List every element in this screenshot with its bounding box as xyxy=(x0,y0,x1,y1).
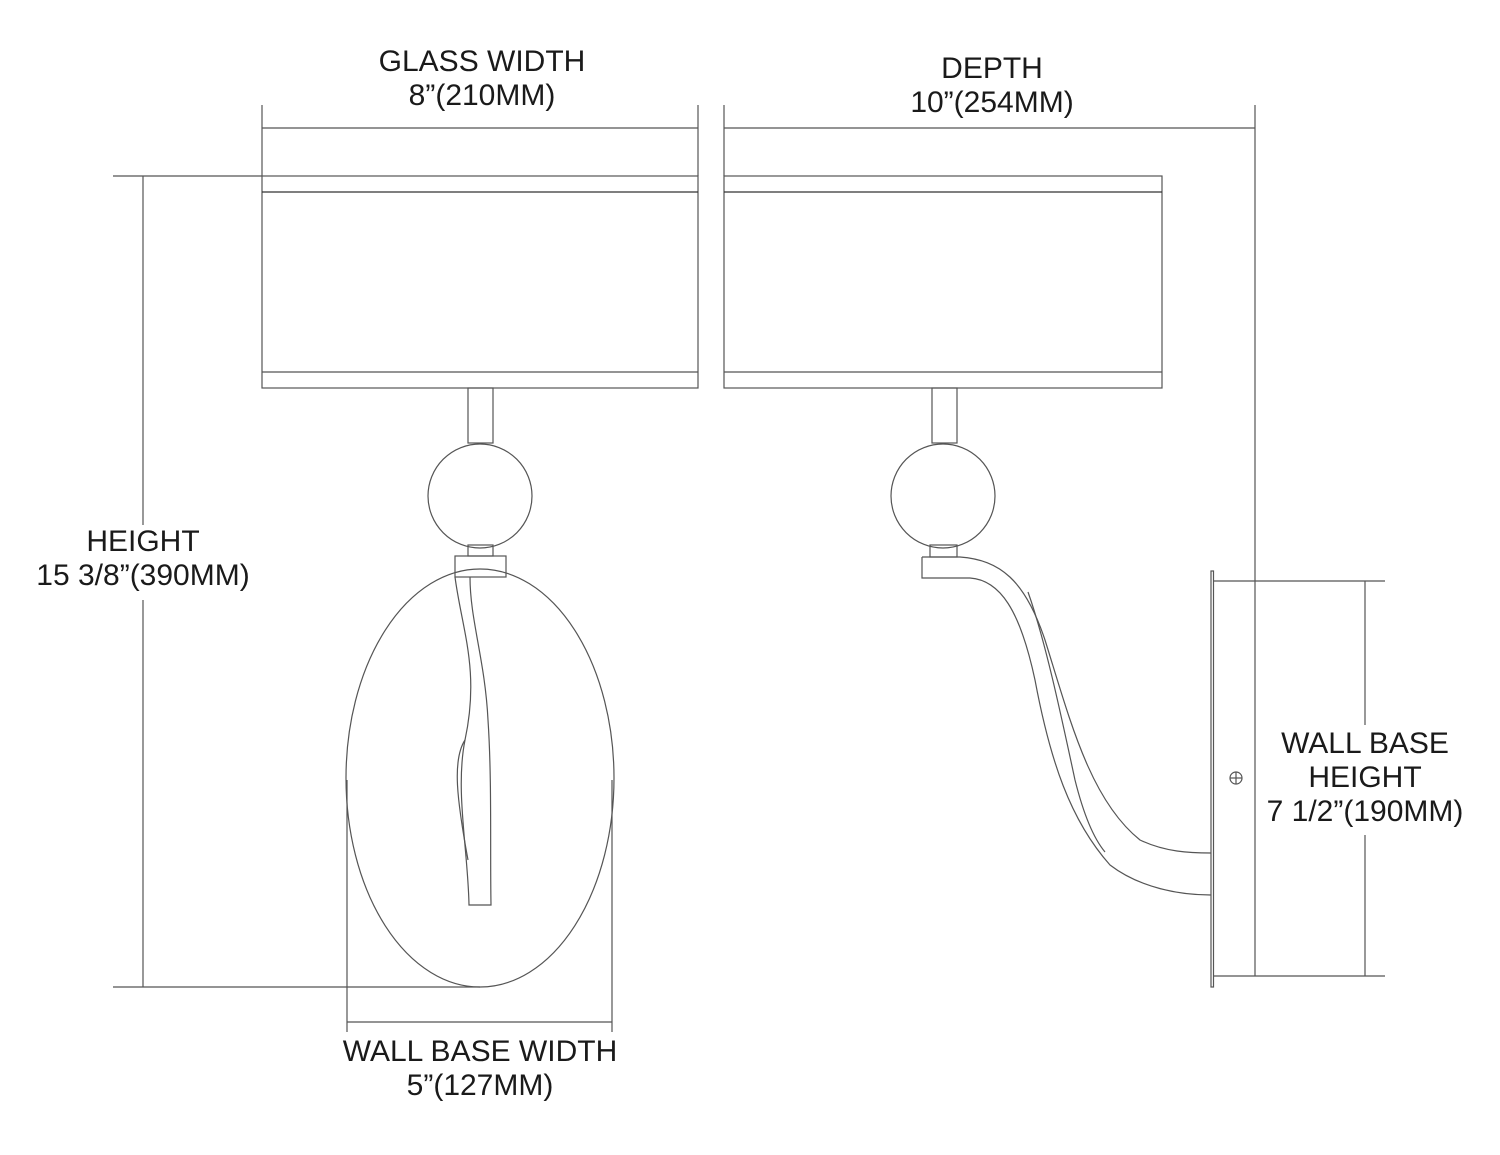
glass-width-title: GLASS WIDTH xyxy=(378,45,586,78)
wall-base-height-title-2: HEIGHT xyxy=(1308,761,1422,794)
depth-value: 10”(254MM) xyxy=(910,86,1074,119)
height-value: 15 3/8”(390MM) xyxy=(36,559,250,592)
side-view-body xyxy=(890,387,1212,896)
glass-width-dimension-line xyxy=(261,105,699,176)
wall-base-width-value: 5”(127MM) xyxy=(406,1069,554,1102)
wall-base-width-dimension-line xyxy=(346,780,613,1032)
height-dimension-line xyxy=(113,175,480,988)
wall-base-height-value: 7 1/2”(190MM) xyxy=(1266,795,1464,828)
side-view-shade xyxy=(723,175,1163,389)
depth-label: DEPTH 10”(254MM) xyxy=(910,52,1073,120)
wall-base-width-label: WALL BASE WIDTH 5”(127MM) xyxy=(343,1035,617,1103)
wall-base-height-label: WALL BASE HEIGHT 7 1/2”(190MM) xyxy=(1267,727,1464,829)
front-view-body xyxy=(345,387,615,988)
depth-title: DEPTH xyxy=(941,52,1043,85)
glass-width-value: 8”(210MM) xyxy=(408,79,556,112)
wall-base-plate xyxy=(1210,570,1385,988)
height-title: HEIGHT xyxy=(86,525,200,558)
wall-base-height-title-1: WALL BASE xyxy=(1281,727,1449,760)
front-view-shade xyxy=(261,175,699,389)
height-label: HEIGHT 15 3/8”(390MM) xyxy=(36,525,249,593)
wall-base-width-title: WALL BASE WIDTH xyxy=(342,1035,618,1068)
depth-dimension-line xyxy=(723,105,1256,976)
screw-icon xyxy=(1229,771,1243,785)
glass-width-label: GLASS WIDTH 8”(210MM) xyxy=(379,45,586,113)
